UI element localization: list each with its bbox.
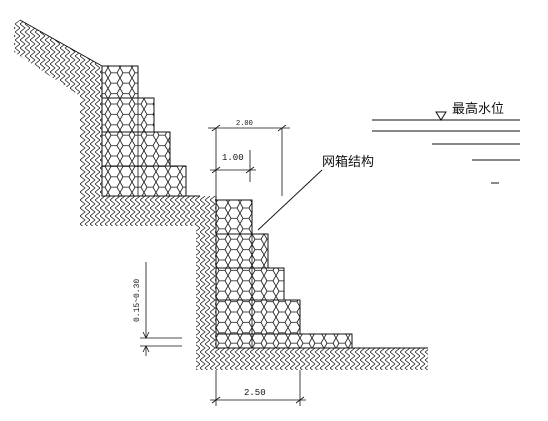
water-level-triangle-icon — [435, 111, 447, 121]
dim-step — [210, 150, 256, 182]
gabion-structure-label: 网箱结构 — [322, 154, 374, 170]
base-width-label: 2.50 — [244, 388, 266, 398]
gabion-box — [215, 267, 285, 301]
lower-soil-hatch — [196, 196, 428, 370]
gabion-box — [101, 97, 155, 133]
water-lines — [372, 119, 520, 184]
vertical-range-label: 0.15~0.30 — [133, 279, 142, 322]
gabion-box — [101, 165, 187, 197]
gabion-box — [215, 233, 269, 269]
top-width-label: 2.00 — [236, 120, 253, 128]
step-width-label: 1.00 — [222, 153, 244, 163]
gabion-box — [101, 65, 139, 99]
lower-gabion — [215, 199, 353, 349]
gabion-leader-line — [257, 169, 323, 231]
gabion-box — [215, 299, 301, 335]
gabion-box — [215, 333, 353, 349]
upper-soil-hatch — [14, 20, 200, 226]
gabion-box — [215, 199, 253, 235]
dim-top — [208, 124, 290, 196]
upper-gabion — [101, 65, 187, 197]
dim-vertical — [140, 262, 182, 356]
high-water-level-label: 最高水位 — [452, 101, 504, 117]
gabion-box — [101, 131, 171, 167]
dim-base — [210, 370, 306, 406]
